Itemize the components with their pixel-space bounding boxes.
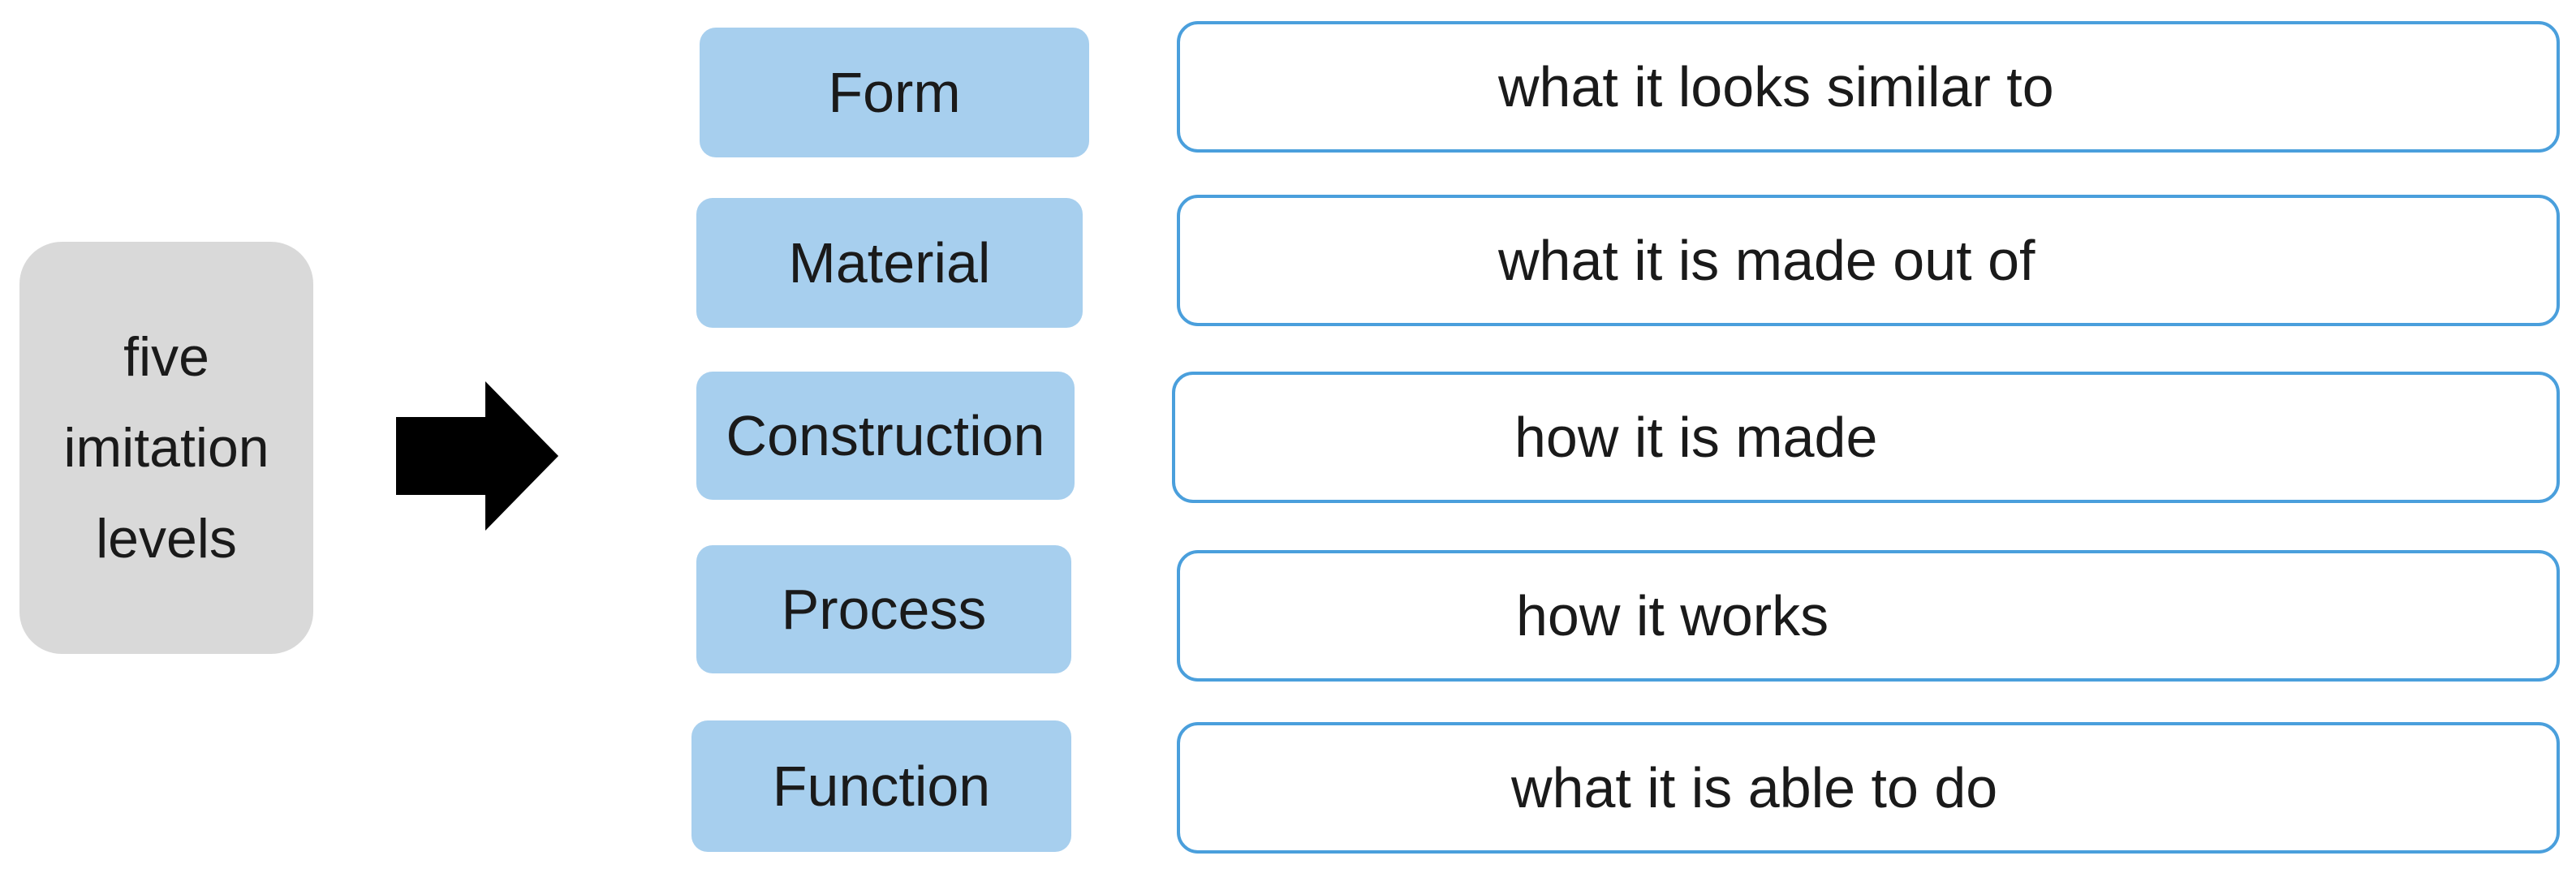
level-label: Function bbox=[772, 755, 991, 818]
level-label: Material bbox=[788, 231, 991, 295]
level-label: Construction bbox=[726, 404, 1045, 467]
root-label-line-3: levels bbox=[96, 508, 237, 570]
right-arrow-icon bbox=[396, 381, 558, 531]
description-node-function: what it is able to do bbox=[1177, 722, 2560, 854]
level-node-construction: Construction bbox=[696, 372, 1075, 500]
description-text: how it is made bbox=[1514, 406, 1878, 469]
description-node-construction: how it is made bbox=[1172, 372, 2560, 503]
description-text: what it looks similar to bbox=[1498, 55, 2054, 118]
root-node: five imitation levels bbox=[19, 242, 313, 654]
description-text: what it is able to do bbox=[1511, 756, 1998, 819]
level-label: Form bbox=[828, 61, 961, 124]
description-node-material: what it is made out of bbox=[1177, 195, 2560, 326]
level-node-process: Process bbox=[696, 545, 1071, 673]
level-node-material: Material bbox=[696, 198, 1083, 328]
description-node-form: what it looks similar to bbox=[1177, 21, 2560, 153]
description-node-process: how it works bbox=[1177, 550, 2560, 682]
level-node-form: Form bbox=[700, 28, 1089, 157]
description-text: how it works bbox=[1516, 584, 1829, 647]
description-text: what it is made out of bbox=[1498, 229, 2035, 292]
root-label-line-1: five bbox=[123, 326, 209, 388]
root-label-line-2: imitation bbox=[63, 417, 269, 479]
level-node-function: Function bbox=[691, 720, 1071, 852]
level-label: Process bbox=[781, 578, 987, 641]
